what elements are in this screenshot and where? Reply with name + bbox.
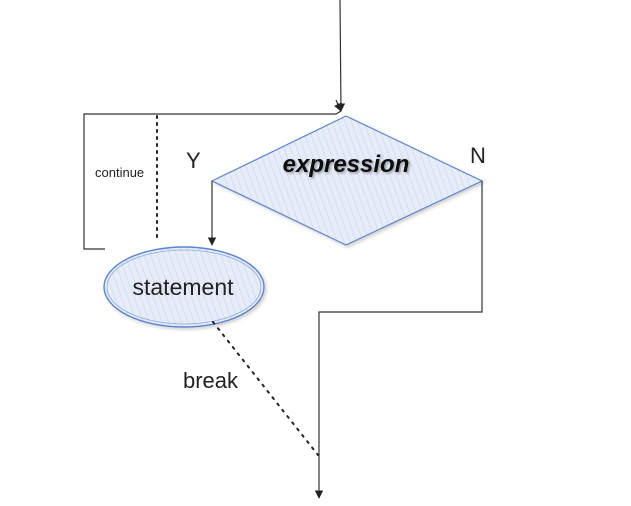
statement-ellipse-inner-stroke <box>106 249 262 325</box>
entry-arrow <box>336 0 346 112</box>
condition-label: expression <box>283 151 410 178</box>
no-label: N <box>470 143 486 168</box>
statement-label: statement <box>133 274 235 300</box>
continue-loop-arrow <box>334 99 342 112</box>
condition-diamond[interactable] <box>210 115 484 246</box>
continue-loop-line <box>83 110 342 250</box>
break-label: break <box>183 368 239 393</box>
continue-label: continue <box>95 165 144 180</box>
yes-label: Y <box>186 148 201 173</box>
statement-ellipse[interactable] <box>103 246 265 328</box>
no-branch-line <box>314 181 483 499</box>
